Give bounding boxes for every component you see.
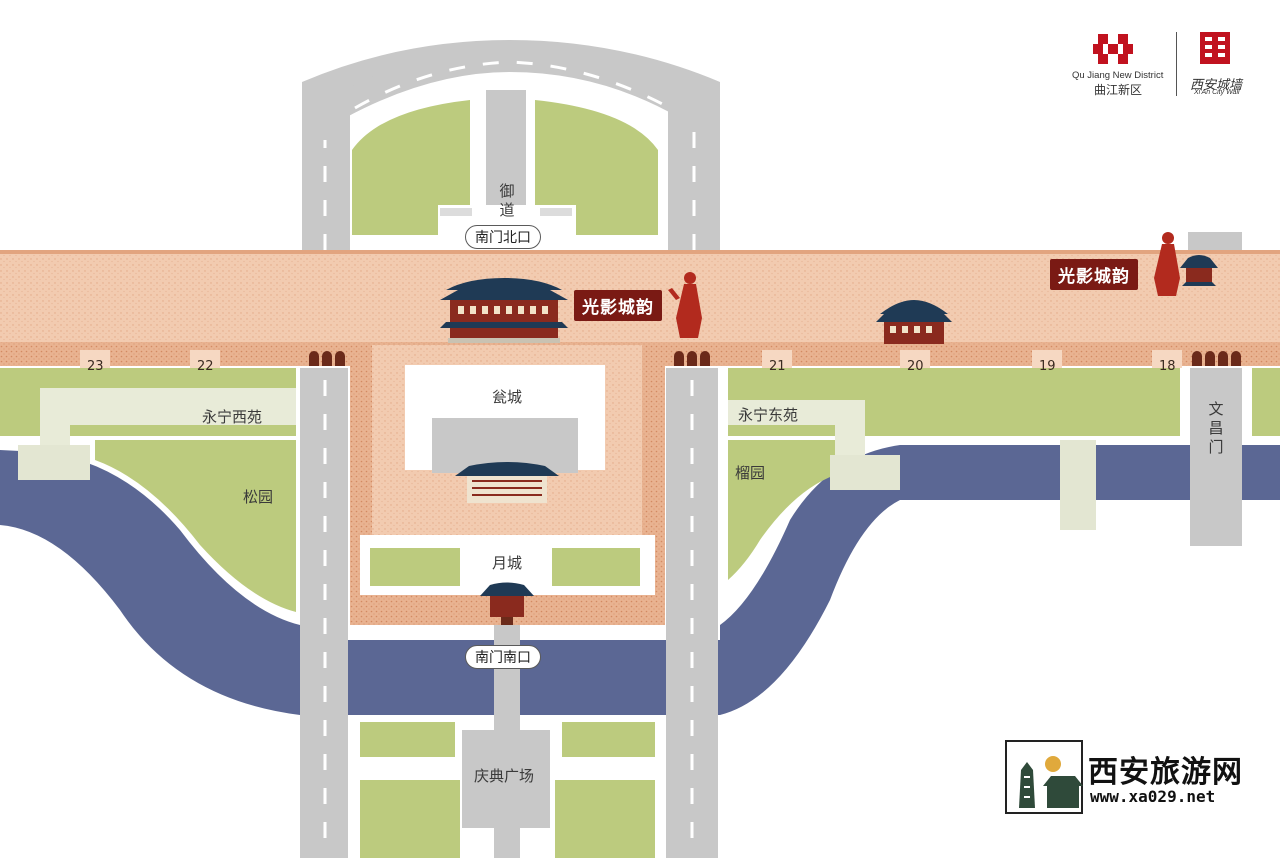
city-wall-seal-icon <box>1200 32 1230 64</box>
wengcheng-label: 瓮城 <box>492 388 523 406</box>
bastion-number: 20 <box>907 359 924 374</box>
watermark-site-name: 西安旅游网 <box>1088 755 1243 790</box>
south-gate-north-exit[interactable]: 南门北口 <box>465 225 541 249</box>
watermark-url[interactable]: www.xa029.net <box>1090 787 1216 806</box>
songyuan-label: 松园 <box>243 488 274 506</box>
citywall-en-text: Xi'An City Wall <box>1194 89 1240 96</box>
qujiang-logo-icon <box>1093 32 1230 96</box>
bastion-number: 18 <box>1159 359 1176 374</box>
puppet-figure-2 <box>1154 232 1180 296</box>
bastion-number: 23 <box>87 359 104 374</box>
wengcheng-hall <box>455 462 559 503</box>
celebration-square-label: 庆典广场 <box>474 767 535 785</box>
puppet-figure-1 <box>668 272 702 338</box>
wenchang-gate-label: 文昌门 <box>1208 400 1224 456</box>
light-show-badge-1[interactable]: 光影城韵 <box>574 290 662 321</box>
light-show-badge-2[interactable]: 光影城韵 <box>1050 259 1138 290</box>
wall-pavilion-east <box>876 300 952 344</box>
yongning-west-label: 永宁西苑 <box>202 408 263 426</box>
yuecheng-gate <box>480 582 534 617</box>
liuyuan-label: 榴园 <box>735 464 766 482</box>
bastion-number: 19 <box>1039 359 1056 374</box>
yongning-east-label: 永宁东苑 <box>738 406 799 424</box>
south-gate-tower <box>440 278 568 343</box>
bastion-number: 22 <box>197 359 214 374</box>
south-gate-south-exit[interactable]: 南门南口 <box>465 645 541 669</box>
wenchang-pavilion <box>1180 255 1218 286</box>
citywall-zh-text: 西安城墙 <box>1190 78 1243 93</box>
yuecheng-label: 月城 <box>492 554 523 572</box>
pagoda-logo-icon <box>1005 740 1083 814</box>
qujiang-en-text: Qu Jiang New District <box>1072 70 1164 81</box>
qujiang-zh-text: 曲江新区 <box>1094 83 1143 97</box>
roads <box>18 40 1242 858</box>
imperial-road-label: 御道 <box>499 182 515 219</box>
bastion-number: 21 <box>769 359 786 374</box>
city-wall <box>0 250 1280 625</box>
